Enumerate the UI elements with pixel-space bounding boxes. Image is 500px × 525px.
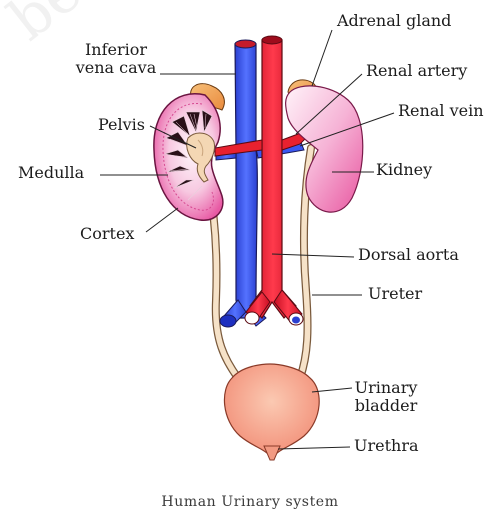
label-inferior-vena-cava-line1: Inferior <box>84 40 148 59</box>
label-adrenal-gland: Adrenal gland <box>337 11 452 30</box>
label-kidney: Kidney <box>376 160 433 179</box>
label-cortex: Cortex <box>80 224 135 243</box>
label-renal-vein: Renal vein <box>398 101 484 120</box>
label-urethra: Urethra <box>354 436 419 455</box>
urinary-bladder <box>223 363 320 459</box>
inferior-vena-cava <box>215 39 305 328</box>
label-dorsal-aorta: Dorsal aorta <box>358 245 459 264</box>
label-medulla: Medulla <box>18 163 85 182</box>
label-renal-artery: Renal artery <box>366 61 468 80</box>
dorsal-aorta <box>214 35 311 326</box>
kidney-right <box>285 85 364 213</box>
label-ureter: Ureter <box>368 284 423 303</box>
label-pelvis: Pelvis <box>98 115 145 134</box>
figure-caption: Human Urinary system <box>161 494 339 510</box>
label-urinary-bladder: Urinary bladder <box>346 378 426 416</box>
leader-lines <box>100 29 395 450</box>
label-inferior-vena-cava-line2: vena cava <box>75 58 157 78</box>
label-urinary-bladder-line2: bladder <box>354 396 418 416</box>
label-inferior-vena-cava: Inferior vena cava <box>70 40 162 78</box>
label-urinary-bladder-line1: Urinary <box>354 378 418 397</box>
urethra <box>263 445 281 461</box>
kidney-left-section <box>153 93 224 221</box>
